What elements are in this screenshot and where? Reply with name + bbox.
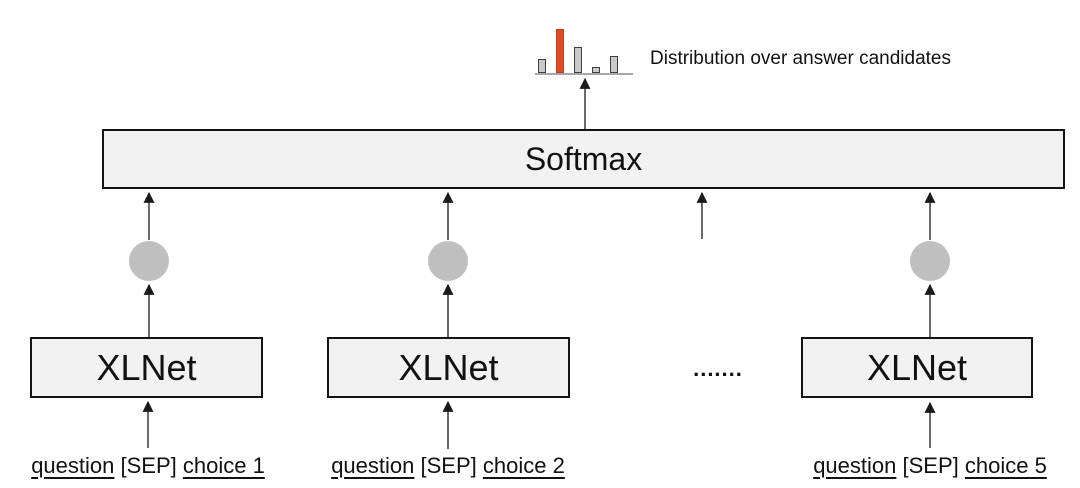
distribution-bar bbox=[610, 56, 618, 73]
input2-question: question bbox=[331, 453, 415, 478]
input1-question: question bbox=[31, 453, 115, 478]
xlnet-label-2: XLNet bbox=[398, 346, 499, 388]
xlnet-label-3: XLNet bbox=[866, 346, 968, 388]
mini-bar-chart-baseline bbox=[535, 73, 633, 75]
input1-choice: choice 1 bbox=[182, 453, 265, 478]
input-label-1: question [SEP] choice 1 bbox=[31, 453, 265, 479]
pooled-output-circle-2 bbox=[428, 241, 468, 281]
input2-sep-token: [SEP] bbox=[414, 453, 483, 478]
distribution-bar-highlighted bbox=[556, 29, 564, 73]
xlnet-box-2: XLNet bbox=[327, 337, 570, 398]
distribution-bar bbox=[574, 47, 582, 73]
distribution-caption: Distribution over answer candidates bbox=[650, 48, 951, 69]
mini-bar-chart-bars bbox=[538, 29, 618, 73]
ellipsis-dots: ....... bbox=[693, 356, 743, 381]
xlnet-label-1: XLNet bbox=[96, 346, 197, 388]
distribution-bar bbox=[592, 67, 600, 73]
distribution-bar bbox=[538, 59, 546, 73]
input-label-2: question [SEP] choice 2 bbox=[331, 453, 565, 479]
softmax-box: Softmax bbox=[102, 129, 1065, 189]
input3-question: question bbox=[813, 453, 897, 478]
pooled-output-circle-1 bbox=[129, 241, 169, 281]
input1-sep-token: [SEP] bbox=[114, 453, 183, 478]
input3-choice: choice 5 bbox=[964, 453, 1047, 478]
input3-sep-token: [SEP] bbox=[896, 453, 965, 478]
input-label-3: question [SEP] choice 5 bbox=[813, 453, 1047, 479]
input2-choice: choice 2 bbox=[482, 453, 565, 478]
xlnet-box-3: XLNet bbox=[801, 337, 1033, 398]
xlnet-box-1: XLNet bbox=[30, 337, 263, 398]
softmax-label: Softmax bbox=[524, 140, 643, 177]
pooled-output-circle-3 bbox=[910, 241, 950, 281]
